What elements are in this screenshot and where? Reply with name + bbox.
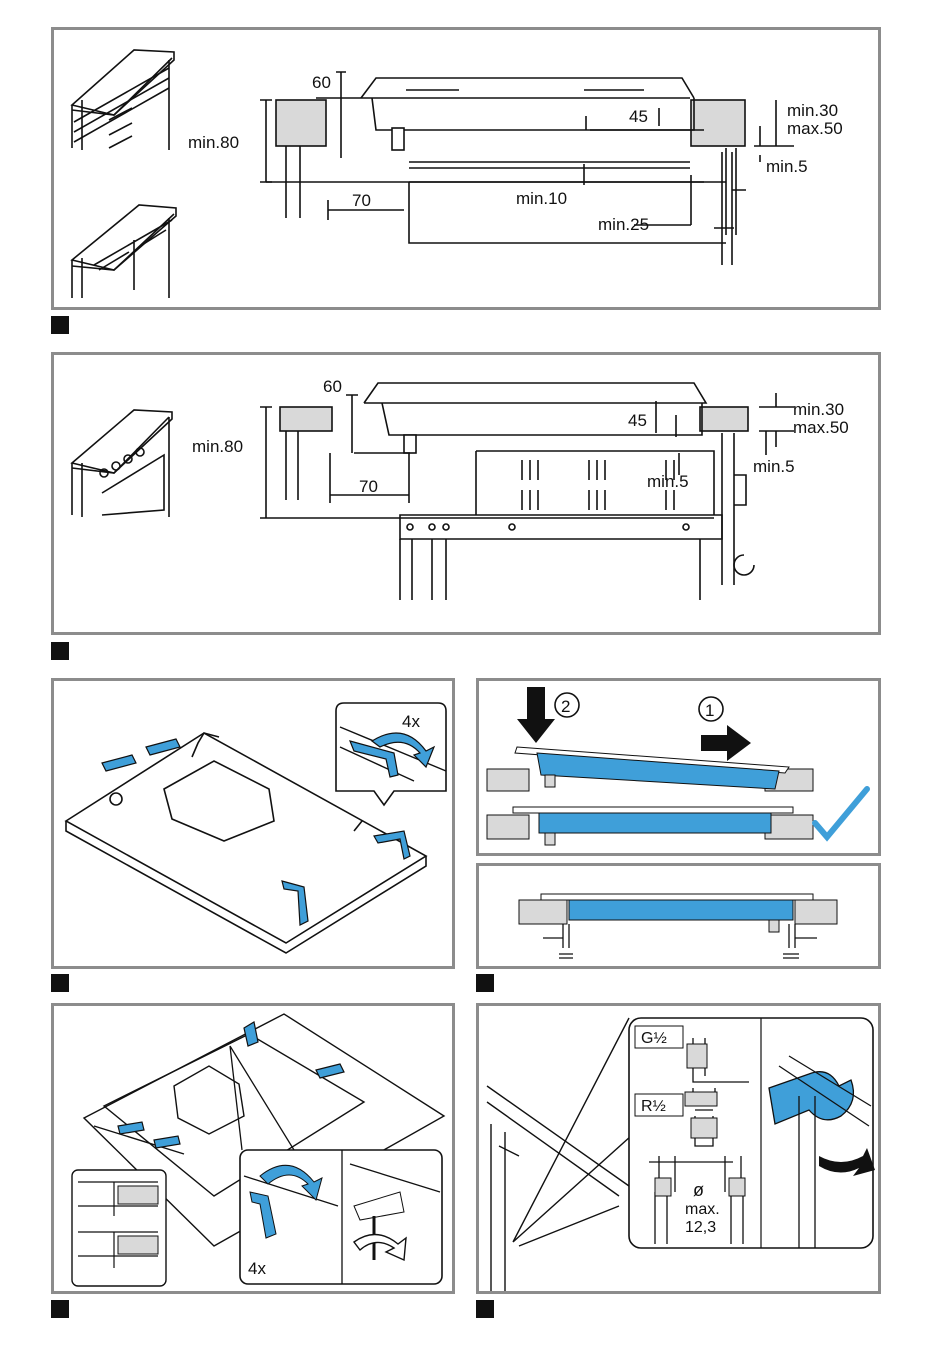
figure-1-panel: 60 min.80 45 min.30 max.50 min.5 70 min.…	[51, 27, 881, 310]
fig2-label-60: 60	[323, 377, 342, 396]
fig2-label-min80: min.80	[192, 437, 243, 456]
figure-3-panel: 4x	[51, 678, 455, 969]
fig1-label-min30: min.30	[787, 101, 838, 120]
fig2-label-70: 70	[359, 477, 378, 496]
fig7-max-value: 12,3	[685, 1219, 716, 1236]
fig4-step-1: 1	[705, 701, 714, 720]
figure-4-drawing: 2 1	[479, 681, 881, 856]
figure-6-marker	[51, 1300, 69, 1318]
fig1-label-min5: min.5	[766, 157, 808, 176]
figure-5-marker	[476, 974, 494, 992]
arrow-right-icon	[701, 725, 751, 761]
detail-callout-lines	[230, 1046, 294, 1150]
fig7-thread-g: G½	[641, 1030, 667, 1047]
fig1-label-min10: min.10	[516, 189, 567, 208]
arrow-down-icon	[517, 687, 555, 743]
figure-5-panel	[476, 863, 881, 969]
fig2-label-min5a: min.5	[647, 472, 689, 491]
figure-2-drawing: 60 min.80 45 min.30 max.50 min.5 min.5 7…	[54, 355, 881, 635]
checkmark-icon	[815, 789, 867, 837]
worktop-right-bottom	[765, 815, 813, 839]
fig1-label-70: 70	[352, 191, 371, 210]
figure-6-drawing: 4x	[54, 1006, 455, 1294]
figure-7-marker	[476, 1300, 494, 1318]
hob-flat	[513, 807, 793, 813]
figure-5-drawing	[479, 866, 881, 969]
fig1-label-45: 45	[629, 107, 648, 126]
countertop-right-2	[700, 407, 748, 431]
fig2-label-min30: min.30	[793, 400, 844, 419]
worktop-left-top	[487, 769, 529, 791]
hob-seated	[541, 894, 813, 900]
fig3-count: 4x	[402, 712, 420, 731]
figure-3-marker	[51, 974, 69, 992]
figure-2-panel: 60 min.80 45 min.30 max.50 min.5 min.5 7…	[51, 352, 881, 635]
fig2-label-45: 45	[628, 411, 647, 430]
figure-7-drawing: G½ R½ ø max. 12,3	[479, 1006, 881, 1294]
fig1-label-60: 60	[312, 73, 331, 92]
fig4-step-2: 2	[561, 697, 570, 716]
figure-4-panel: 2 1	[476, 678, 881, 856]
figure-1-marker	[51, 316, 69, 334]
figure-1-drawing: 60 min.80 45 min.30 max.50 min.5 70 min.…	[54, 30, 881, 310]
fig7-max-label: max.	[685, 1201, 720, 1218]
connection-inset	[629, 1018, 873, 1248]
fig2-label-max50: max.50	[793, 418, 849, 437]
countertop-left	[276, 100, 326, 146]
fig7-diameter: ø	[693, 1180, 704, 1200]
fig2-label-min5b: min.5	[753, 457, 795, 476]
fig1-label-max50: max.50	[787, 119, 843, 138]
figure-7-panel: G½ R½ ø max. 12,3	[476, 1003, 881, 1294]
worktop-left	[519, 900, 567, 924]
fig7-thread-r: R½	[641, 1098, 666, 1115]
fig1-label-min80: min.80	[188, 133, 239, 152]
countertop-right	[691, 100, 745, 146]
countertop-left-2	[280, 407, 332, 431]
worktop-left-bottom	[487, 815, 529, 839]
figure-6-panel: 4x	[51, 1003, 455, 1294]
worktop-right	[795, 900, 837, 924]
figure-2-marker	[51, 642, 69, 660]
figure-3-drawing: 4x	[54, 681, 455, 969]
fig6-count: 4x	[248, 1259, 266, 1278]
fig1-label-min25: min.25	[598, 215, 649, 234]
